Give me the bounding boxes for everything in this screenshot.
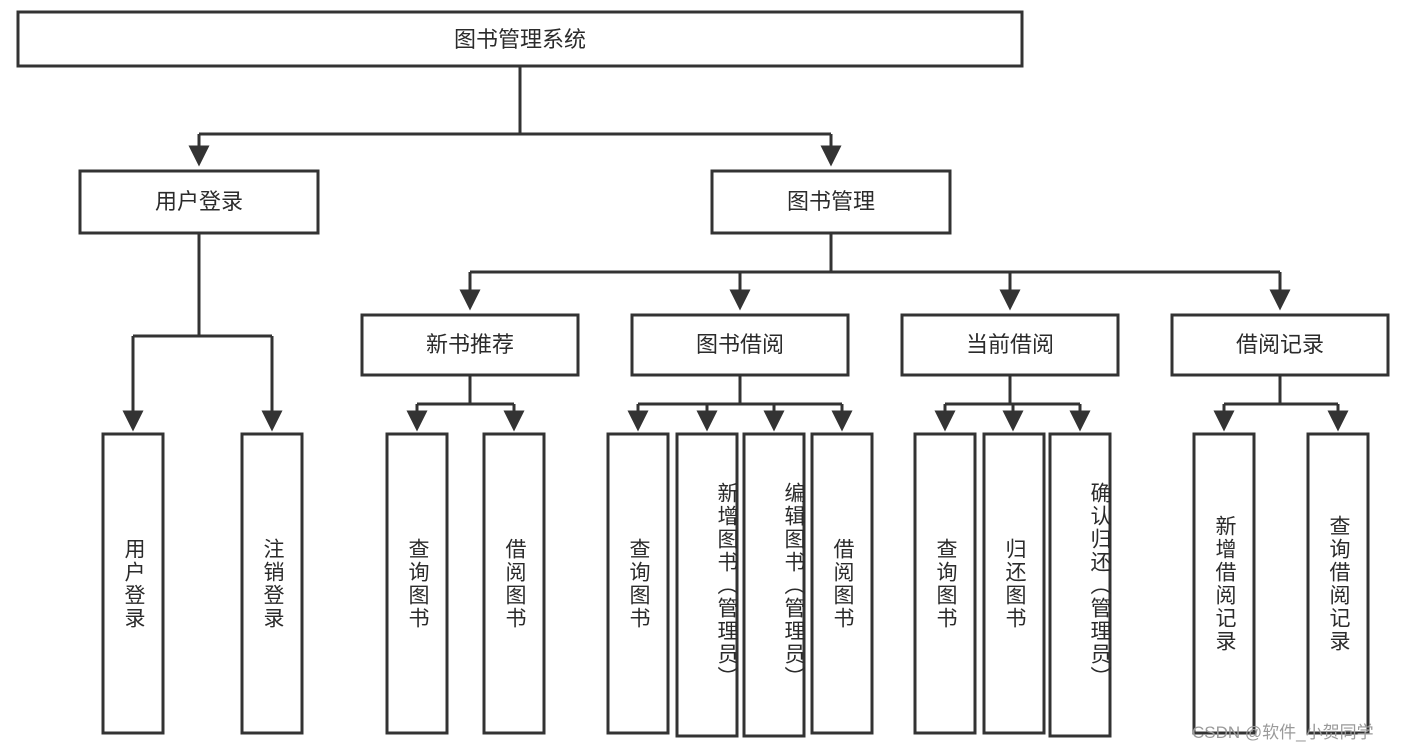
node-current-borrow[interactable]: 当前借阅 <box>900 313 1120 377</box>
node-book-manage-label: 图书管理 <box>787 189 875 214</box>
leaf-box-borrow-book-2[interactable] <box>810 432 874 735</box>
leaf-box-query-book-2[interactable] <box>606 432 670 735</box>
connector-group-new-book-recommend <box>406 376 525 432</box>
node-book-borrow-box[interactable] <box>630 313 850 377</box>
leaf-box-query-book-1[interactable] <box>385 432 449 735</box>
node-current-borrow-label: 当前借阅 <box>966 332 1054 357</box>
node-root[interactable]: 图书管理系统 <box>16 10 1024 68</box>
leaf-boxes-user-login <box>101 432 304 735</box>
leaf-box-add-book[interactable] <box>675 432 739 738</box>
node-new-book-recommend-label: 新书推荐 <box>426 332 514 357</box>
node-book-manage-box[interactable] <box>710 169 952 235</box>
leaf-box-return-book[interactable] <box>982 432 1046 735</box>
leaf-boxes-borrow-record <box>1192 432 1370 735</box>
node-book-borrow[interactable]: 图书借阅 <box>630 313 850 377</box>
csdn-watermark: CSDN @软件_小贺同学 <box>1192 723 1374 742</box>
node-user-login-label: 用户登录 <box>155 189 243 214</box>
leaf-box-borrow-book-1[interactable] <box>482 432 546 735</box>
connector-group-root <box>188 66 842 167</box>
connector-group-book-borrow <box>627 376 853 432</box>
connector-group-borrow-record <box>1213 376 1349 432</box>
node-borrow-record[interactable]: 借阅记录 <box>1170 313 1390 377</box>
node-root-box[interactable] <box>16 10 1024 68</box>
node-new-book-recommend-box[interactable] <box>360 313 580 377</box>
node-new-book-recommend[interactable]: 新书推荐 <box>360 313 580 377</box>
leaf-boxes-book-borrow <box>606 432 874 738</box>
leaf-box-user-login[interactable] <box>101 432 165 735</box>
node-book-borrow-label: 图书借阅 <box>696 332 784 357</box>
leaf-boxes-new-book-recommend <box>385 432 546 735</box>
leaf-boxes-current-borrow <box>913 432 1112 738</box>
node-user-login-box[interactable] <box>78 169 320 235</box>
node-borrow-record-label: 借阅记录 <box>1236 332 1324 357</box>
node-root-label: 图书管理系统 <box>454 27 586 52</box>
node-book-manage[interactable]: 图书管理 <box>710 169 952 235</box>
connector-group-current-borrow <box>934 376 1091 432</box>
leaf-box-logout-login[interactable] <box>240 432 304 735</box>
node-borrow-record-box[interactable] <box>1170 313 1390 377</box>
leaf-box-query-book-3[interactable] <box>913 432 977 735</box>
node-user-login[interactable]: 用户登录 <box>78 169 320 235</box>
leaf-box-add-record[interactable] <box>1192 432 1256 735</box>
node-current-borrow-box[interactable] <box>900 313 1120 377</box>
connector-group-book-manage <box>459 233 1291 311</box>
connector-group-user-login <box>122 233 283 432</box>
leaf-box-query-record[interactable] <box>1306 432 1370 735</box>
leaf-box-confirm-return[interactable] <box>1048 432 1112 738</box>
leaf-box-edit-book[interactable] <box>742 432 806 738</box>
